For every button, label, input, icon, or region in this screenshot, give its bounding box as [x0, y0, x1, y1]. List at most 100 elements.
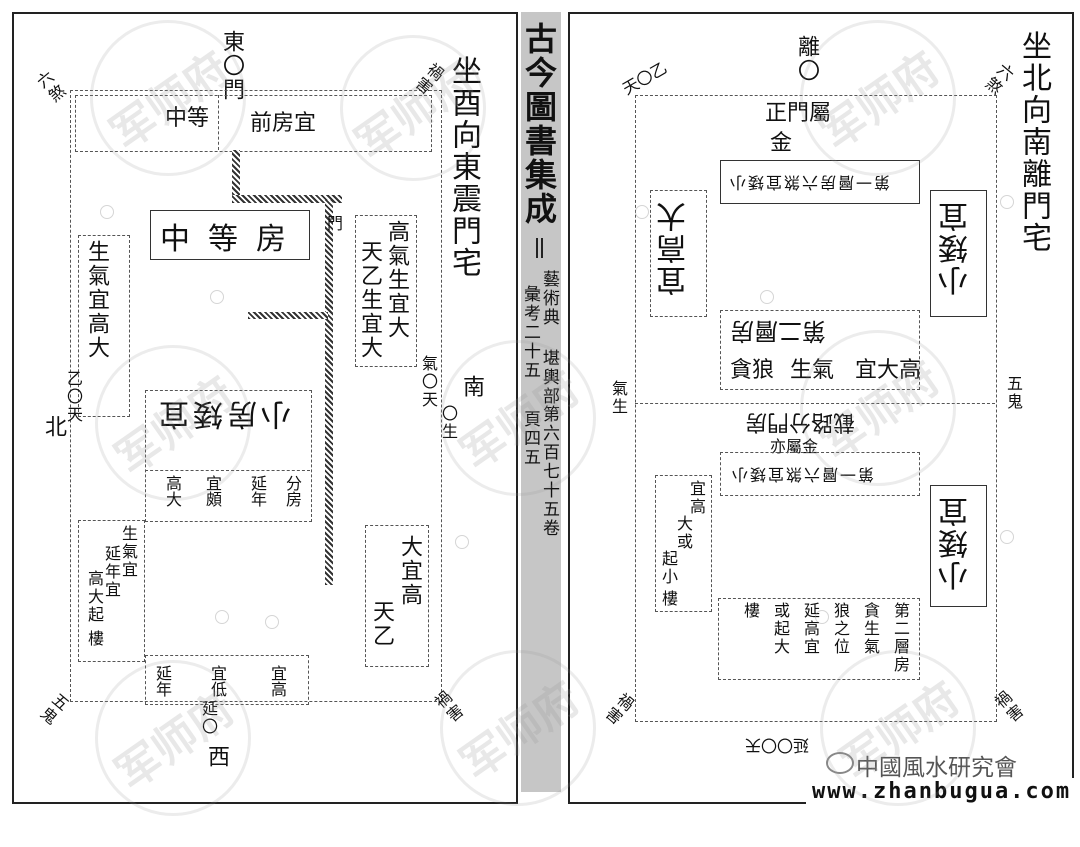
left-south2: 〇生 — [439, 405, 458, 441]
left-title: 坐酉向東震門宅 — [446, 55, 481, 279]
right-col-left: 宜高大 — [657, 200, 692, 296]
left-room-bottom-left-box — [78, 520, 145, 662]
right-cl2-1: 宜高 — [687, 480, 706, 516]
right-bottom-text: 延〇〇天 — [745, 736, 810, 755]
site-banner — [806, 778, 1080, 808]
book-section: 彙考二十五 — [520, 285, 540, 380]
left-room-right2: 天乙生宜大 — [357, 240, 382, 360]
left-outer-boundary — [70, 90, 442, 702]
left-north2: 乙〇天 — [64, 370, 83, 424]
right-row2-box — [720, 310, 920, 390]
left-br-2: 天乙 — [369, 600, 394, 648]
left-room-lower-divider — [145, 470, 310, 471]
left-wall-inner — [325, 200, 333, 585]
right-title: 坐北向南離門宅 — [1016, 30, 1051, 254]
left-room-grid-c: 宜頗 — [203, 475, 222, 507]
left-room-grid-a: 分房 — [283, 475, 302, 507]
left-bottom-row-box — [145, 655, 309, 705]
left-wall-vertical — [232, 150, 240, 200]
left-room-front — [75, 95, 432, 152]
left-room-left: 生氣宜高大 — [84, 240, 109, 360]
right-col-right: 小矮宜 — [939, 200, 974, 296]
watermark-dot — [635, 205, 649, 219]
right-col-left2-box — [655, 475, 712, 612]
book-subtitle: 藝術典 堪輿部 — [539, 270, 559, 406]
book-title: 古今圖書集成 — [520, 22, 558, 226]
left-br-1: 大宜高 — [397, 535, 422, 607]
wechat-icon — [826, 752, 854, 774]
watermark-dot — [265, 615, 279, 629]
left-room-middle — [150, 210, 310, 260]
right-cl2-3: 起小 — [659, 550, 678, 586]
right-cl2-4: 樓 — [659, 590, 678, 608]
right-col-right-box — [930, 190, 987, 317]
watermark-dot — [455, 535, 469, 549]
right-col-right2: 小矮宜 — [939, 495, 974, 591]
left-room-right-box — [355, 215, 417, 367]
right-top-gate: 離〇 — [794, 35, 819, 83]
right-col-left-box — [650, 190, 707, 317]
left-room-lower-box — [145, 390, 312, 522]
right-bb-2: 貪生氣 — [861, 602, 880, 656]
left-room-middle-label: 中等房 — [160, 222, 304, 257]
left-wall-short — [248, 312, 328, 319]
watermark-dot — [1000, 530, 1014, 544]
right-row2c: 貪狼 — [730, 358, 775, 383]
left-room-grid-d: 高大 — [163, 475, 182, 507]
right-row4-box — [720, 452, 920, 496]
left-room-right3: 氣〇天 — [419, 355, 438, 409]
book-page: 頁四五 — [520, 410, 540, 467]
spine-divider — [536, 238, 543, 258]
left-page — [12, 12, 518, 804]
left-bl-3: 高大起 — [85, 570, 104, 624]
book-volume: 第六百七十五卷 — [539, 405, 559, 538]
right-bb-3: 狼之位 — [831, 602, 850, 656]
watermark-dot — [815, 610, 829, 624]
left-bottom-row-1: 延年 — [153, 665, 172, 697]
right-bb-5: 或起大 — [771, 602, 790, 656]
left-room-left-box — [78, 235, 130, 417]
left-bottom-row-2: 宜低 — [208, 665, 227, 697]
left-north: 北 — [41, 415, 66, 439]
right-bb-1: 第二層房 — [891, 602, 910, 674]
left-room-front-label: 前房宜 — [250, 111, 317, 136]
watermark-dot — [100, 205, 114, 219]
credit-text: 中國風水研究會 — [856, 755, 1017, 781]
left-room-grid-b: 延年 — [248, 475, 267, 507]
right-row1-box — [720, 160, 920, 204]
left-room-bottom-right-box — [365, 525, 429, 667]
right-outer-boundary — [635, 95, 997, 722]
right-row2b: 生氣 — [790, 358, 835, 383]
left-bl-1: 生氣宜 — [119, 525, 138, 579]
left-gate-label: 門 — [324, 215, 343, 233]
right-gate-a: 正門屬 — [765, 101, 832, 126]
right-row2d: 宜大高 — [855, 358, 922, 383]
right-cl2-2: 大或 — [674, 515, 693, 551]
book-spine — [521, 12, 561, 792]
right-bb-6: 樓 — [741, 602, 760, 620]
right-divider-h — [635, 403, 995, 404]
right-bb-4: 延高宜 — [801, 602, 820, 656]
right-side-right: 五鬼 — [1004, 375, 1023, 411]
left-room-middle-top: 中等 — [165, 106, 210, 131]
right-bottom-block-box — [718, 598, 920, 680]
right-col-right2-box — [930, 485, 987, 607]
site-url: www.zhanbugua.com — [812, 779, 1072, 804]
watermark-dot — [210, 290, 224, 304]
right-side-left: 氣生 — [609, 380, 628, 416]
watermark-dot — [215, 610, 229, 624]
left-bl-2: 延年宜 — [102, 545, 121, 599]
right-gate-b: 金 — [770, 131, 793, 156]
watermark-dot — [760, 290, 774, 304]
left-bottom-gate2: 延〇 — [199, 700, 218, 736]
right-row2a: 第二層房 — [730, 317, 826, 345]
right-row3b: 亦屬金 — [770, 437, 819, 456]
left-bottom-gate: 西 — [204, 745, 229, 769]
left-south: 南 — [459, 375, 484, 399]
left-room-right: 高氣生宜大 — [384, 220, 409, 340]
left-bl-4: 樓 — [85, 630, 104, 648]
watermark-dot — [1000, 195, 1014, 209]
left-wall-horizontal — [232, 195, 342, 203]
left-bottom-row-3: 宜高 — [268, 665, 287, 697]
left-divider-v1 — [218, 95, 219, 150]
